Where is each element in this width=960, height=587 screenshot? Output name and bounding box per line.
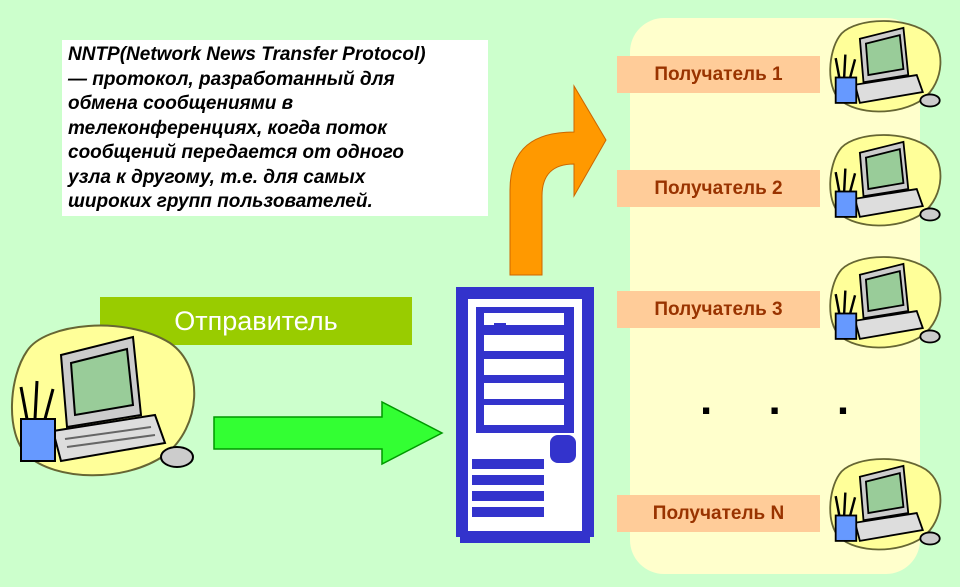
computer-icon bbox=[829, 134, 942, 227]
description-line: обмена сообщениями в bbox=[68, 93, 294, 114]
protocol-description: NNTP(Network News Transfer Protocol) — п… bbox=[62, 40, 488, 216]
receiver-label-n: Получатель N bbox=[617, 495, 820, 532]
description-line: сообщений передается от одного bbox=[68, 142, 404, 163]
computer-icon bbox=[829, 20, 942, 113]
receiver-label-2: Получатель 2 bbox=[617, 170, 820, 207]
receiver-label-1: Получатель 1 bbox=[617, 56, 820, 93]
receiver-label-3: Получатель 3 bbox=[617, 291, 820, 328]
description-line: широких групп пользователей. bbox=[68, 191, 373, 212]
computer-icon bbox=[829, 458, 942, 551]
description-line: узла к другому, т.е. для самых bbox=[68, 166, 366, 188]
server-icon bbox=[456, 287, 594, 543]
description-line: телеконференциях, когда поток bbox=[68, 117, 387, 139]
description-line: — протокол, разработанный для bbox=[68, 68, 395, 90]
computer-icon bbox=[829, 256, 942, 349]
arrow-right-icon bbox=[213, 400, 444, 466]
arrow-up-right-icon bbox=[509, 84, 607, 276]
ellipsis: . . . bbox=[700, 375, 872, 424]
description-line: NNTP(Network News Transfer Protocol) bbox=[68, 44, 426, 65]
computer-icon bbox=[10, 324, 196, 477]
